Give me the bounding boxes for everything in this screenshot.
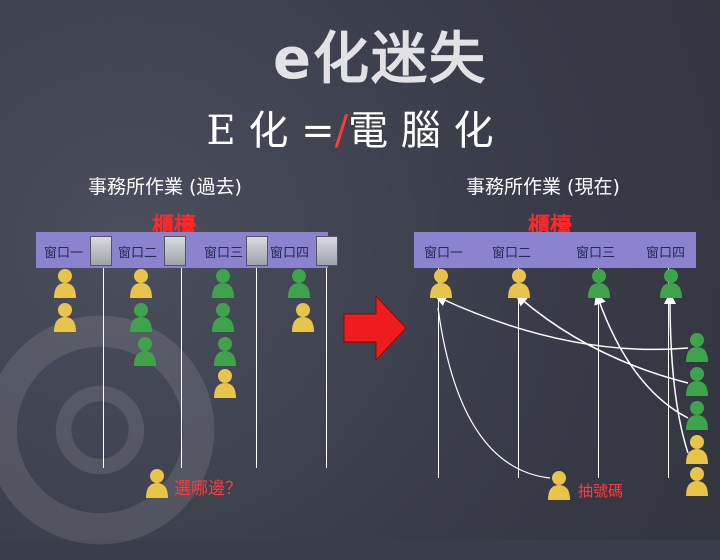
server-icon-1 [90,236,112,266]
person-icon-green [134,337,156,366]
server-icon-4 [316,236,338,266]
formula-right: 電 腦 化 [348,108,494,154]
person-icon-green [686,401,708,430]
formula-left: E 化 = [206,108,335,154]
person-icon-green [214,337,236,366]
slide-title: e化迷失 [273,27,487,92]
present-queue-line-3 [598,268,599,478]
person-icon-yellow [146,469,168,498]
person-icon-yellow [214,369,236,398]
present-queue-line-1 [438,268,439,478]
person-icon-green [686,333,708,362]
server-icon-3 [246,236,268,266]
person-icon-green [686,367,708,396]
past-window-1: 窗口一 [44,246,84,261]
formula-strike: / [334,108,349,154]
present-window-2: 窗口二 [492,246,532,261]
person-icon-yellow [686,467,708,496]
present-heading: 事務所作業 (現在) [466,176,620,198]
present-counter-band [414,232,696,268]
person-icon-yellow [686,435,708,464]
past-heading: 事務所作業 (過去) [88,176,242,198]
present-bottom-ticket: 抽號碼 [578,482,624,500]
person-icon-green [660,269,682,298]
person-icon-yellow [54,269,76,298]
person-icon-yellow [548,471,570,500]
person-icon-yellow [130,269,152,298]
past-window-2: 窗口二 [118,246,158,261]
person-icon-green [588,269,610,298]
past-bottom-question: 選哪邊？ [174,479,242,499]
person-icon-green [212,303,234,332]
decorative-gear-watermark [0,315,215,545]
server-icon-2 [164,236,186,266]
past-queue-line-3 [256,268,257,468]
present-window-4: 窗口四 [646,246,686,261]
present-window-1: 窗口一 [424,246,464,261]
person-icon-yellow [54,303,76,332]
formula-line: E 化 =/電 腦 化 [0,98,700,156]
person-icon-green [130,303,152,332]
past-window-4: 窗口四 [270,246,310,261]
person-icon-yellow [292,303,314,332]
present-queue-line-4 [668,268,669,478]
call-arrows [434,292,689,479]
present-queue-line-2 [518,268,519,478]
person-icon-yellow [430,269,452,298]
person-icon-yellow [508,269,530,298]
past-window-3: 窗口三 [204,246,244,261]
past-queue-line-1 [103,268,104,468]
present-window-3: 窗口三 [576,246,616,261]
past-queue-line-2 [181,268,182,468]
arrow-right-icon [343,294,407,362]
person-icon-green [288,269,310,298]
past-queue-line-4 [326,268,327,468]
person-icon-green [212,269,234,298]
